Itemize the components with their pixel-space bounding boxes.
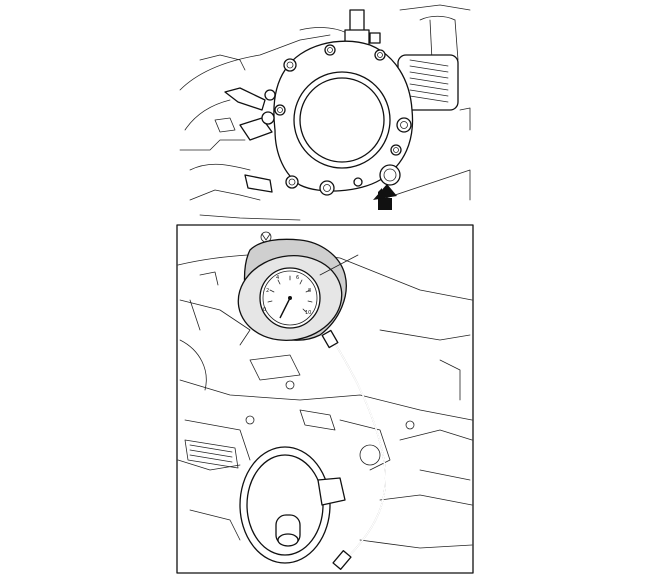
dial-label-6: 6 [296, 275, 299, 281]
bolt-hole-target [379, 164, 401, 186]
left-brackets [224, 87, 276, 193]
dial-label-0: 0 [263, 307, 266, 313]
gauge-hose [321, 329, 387, 570]
lower-pump-body [239, 446, 346, 564]
pump-housing [273, 40, 414, 196]
dial-label-10: 10 [305, 310, 311, 316]
flange-bolts [274, 44, 412, 196]
gauge-needle [279, 297, 291, 319]
engine-background-lines [179, 4, 471, 221]
arrow-callout-icon [373, 184, 397, 210]
pressure-gauge: 0 2 4 6 8 10 [237, 231, 347, 341]
panel-frame [176, 224, 474, 574]
engine-background-lines-lower [177, 253, 473, 549]
dial-label-4: 4 [276, 275, 279, 281]
callout-leader-line [319, 254, 359, 276]
top-panel-engine-view [179, 4, 471, 221]
dial-label-8: 8 [308, 288, 311, 294]
dial-labels: 0 2 4 6 8 10 [263, 275, 311, 316]
bottom-panel-gauge-view: 0 2 4 6 8 10 [176, 224, 474, 574]
dial-label-2: 2 [266, 288, 269, 294]
dial-ticks [267, 275, 313, 313]
